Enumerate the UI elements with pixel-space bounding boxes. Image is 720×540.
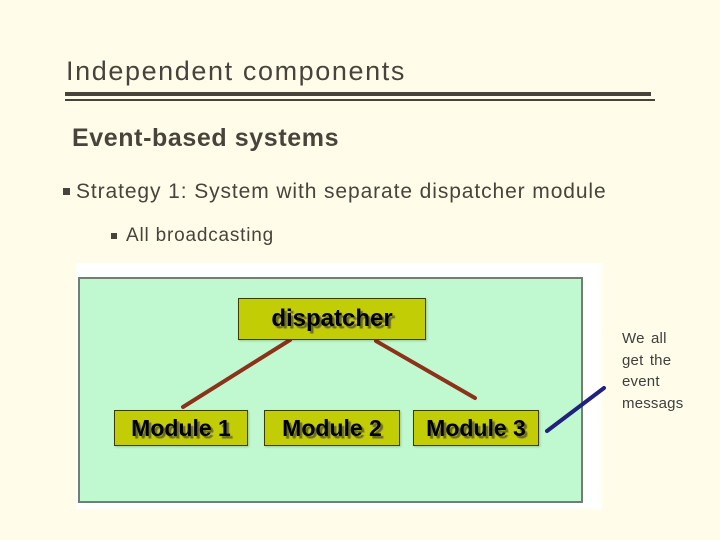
bullet-item-strategy: Strategy 1: System with separate dispatc… [63,180,607,204]
bullet-text: Strategy 1: System with separate dispatc… [76,180,607,203]
title-divider [65,92,655,101]
bullet-item-broadcasting: All broadcasting [111,225,274,247]
annotation-line: We all [622,330,667,347]
title-divider-thick-line [65,92,651,96]
annotation-line: get the [622,351,672,369]
diagram-canvas: dispatcher Module 1 Module 2 Module 3 [76,263,606,509]
module3-box: Module 3 [413,410,539,446]
module1-box: Module 1 [114,410,248,446]
annotation-line: messags [622,394,684,412]
slide-title: Independent components [66,56,406,86]
square-bullet-icon [111,233,117,239]
annotation-line: event [622,373,660,390]
bullet-text: All broadcasting [126,225,274,246]
annotation-note: We all get the event messags [622,328,683,414]
dispatcher-box: dispatcher [238,298,426,340]
section-heading: Event-based systems [72,124,340,152]
square-bullet-icon [63,188,70,195]
title-divider-thin-line [65,99,655,101]
module2-box: Module 2 [264,410,400,446]
